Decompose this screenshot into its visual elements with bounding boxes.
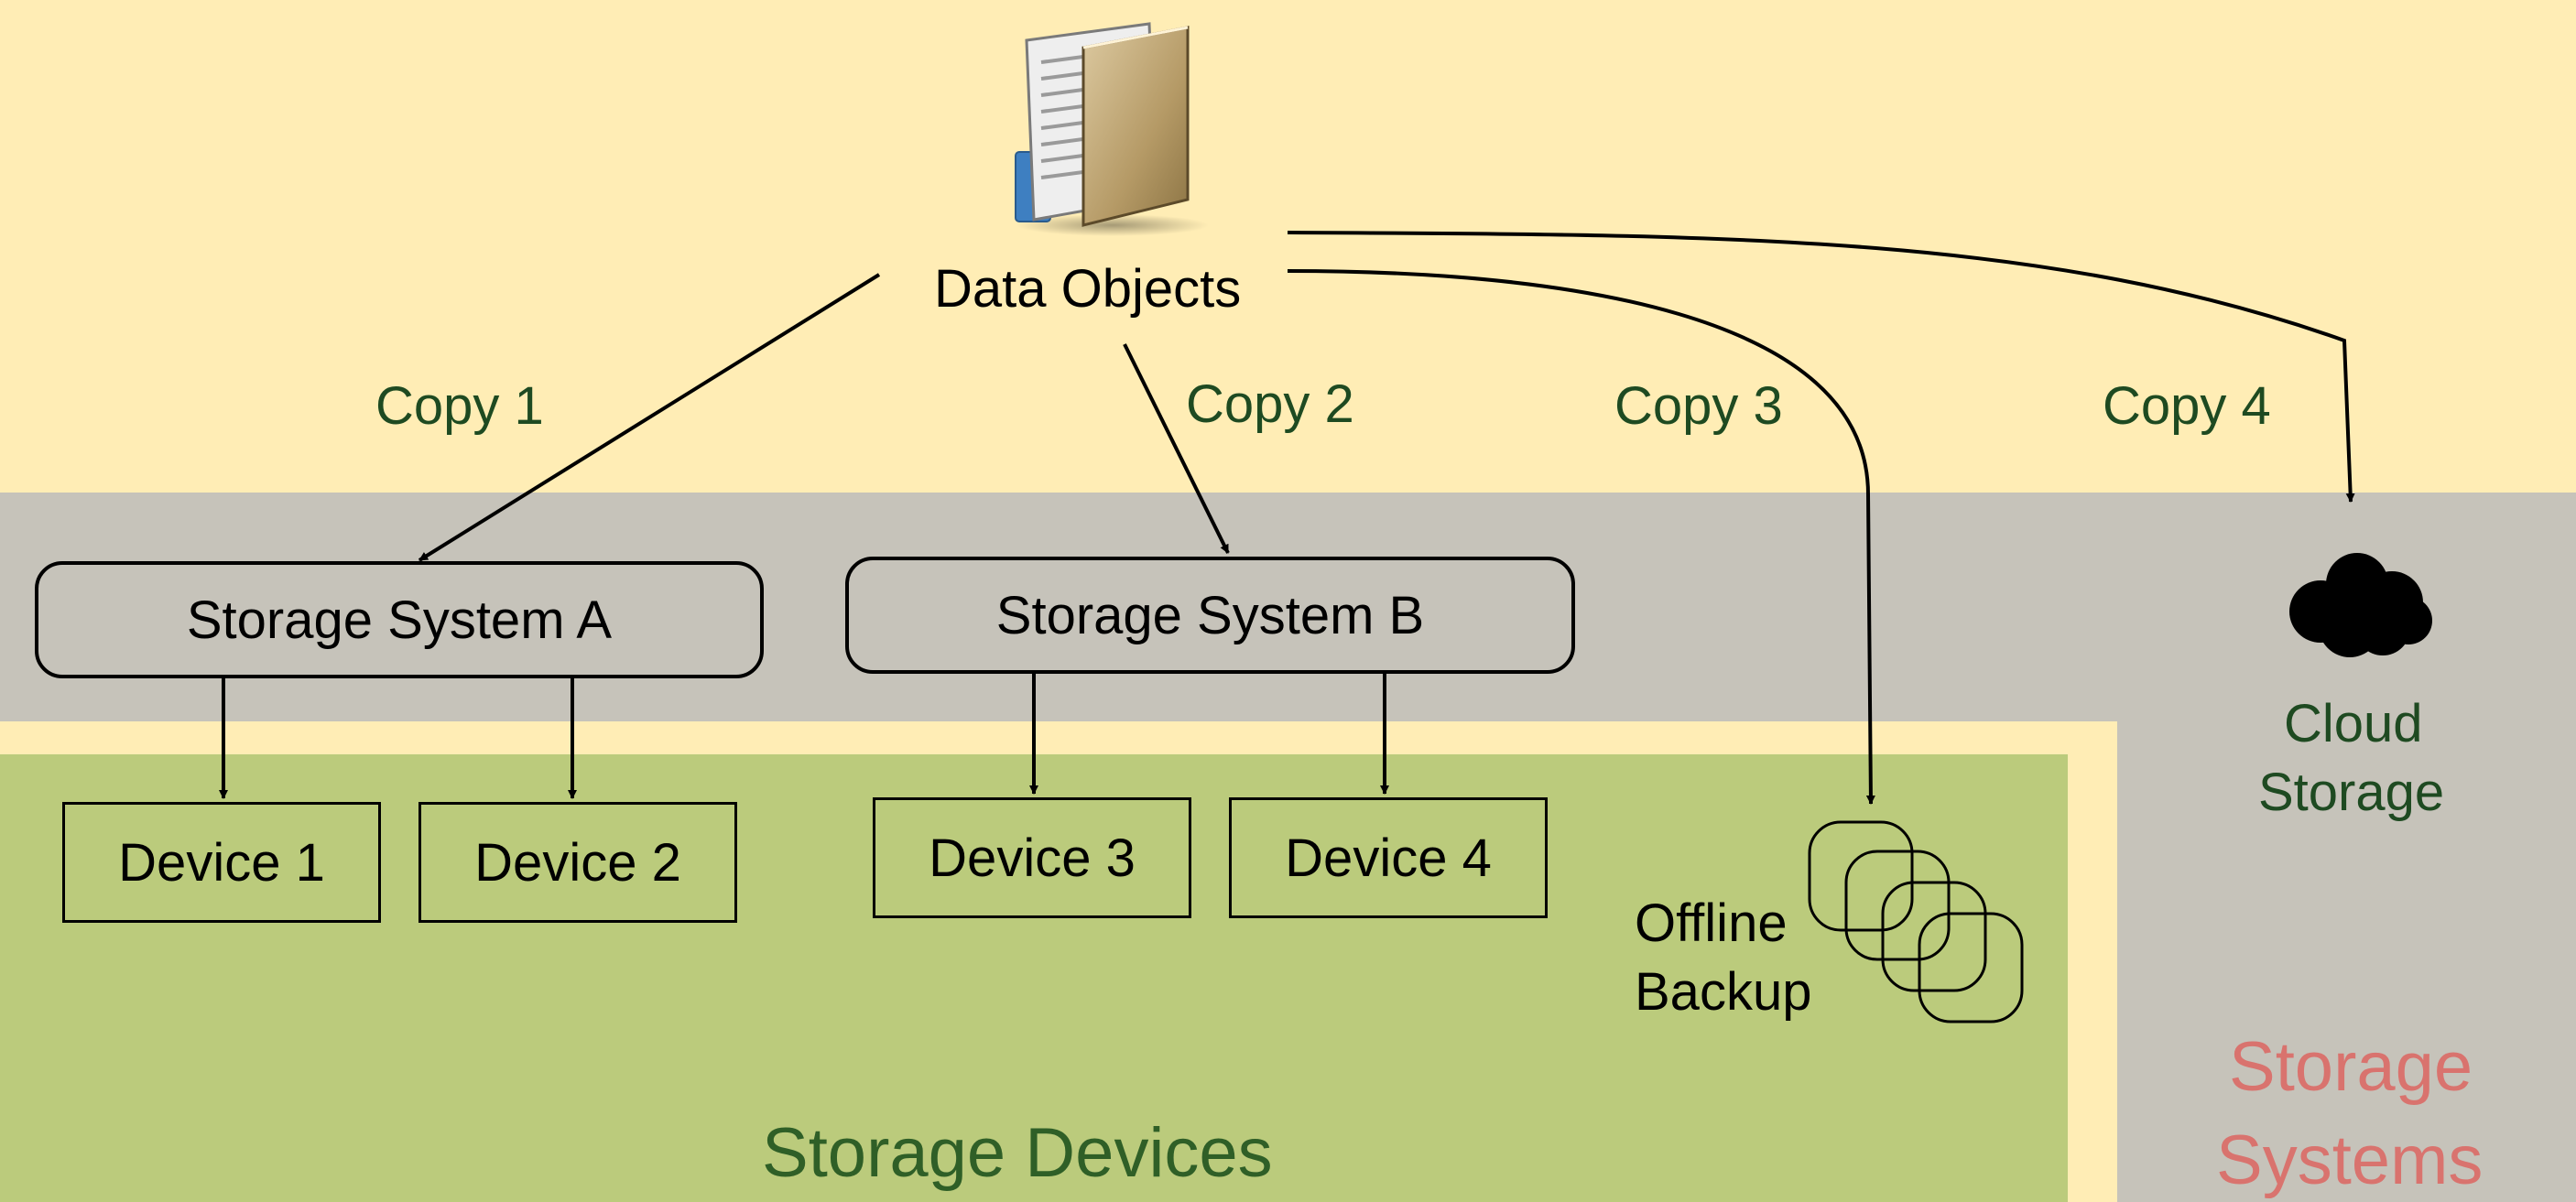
cloud-storage-label-line2: Storage — [2258, 763, 2445, 822]
folder-documents-icon — [1015, 22, 1209, 236]
copy-2-label: Copy 2 — [1186, 374, 1354, 434]
arrow-copy-1 — [418, 273, 881, 562]
cloud-storage-label-line1: Cloud — [2284, 694, 2423, 753]
offline-backup-label-line2: Backup — [1635, 962, 1812, 1022]
storage-devices-region — [0, 754, 2068, 1202]
data-objects-label: Data Objects — [934, 259, 1242, 319]
offline-backup-label-line1: Offline — [1635, 893, 1788, 953]
copy-1-label: Copy 1 — [375, 376, 544, 436]
arrow-copy-2 — [1123, 343, 1230, 554]
arrow-copy-3 — [1287, 269, 1875, 805]
storage-system-b: Storage System B — [845, 557, 1575, 674]
copy-4-label: Copy 4 — [2103, 376, 2271, 436]
storage-system-a: Storage System A — [35, 561, 764, 678]
storage-devices-title: Storage Devices — [762, 1114, 1273, 1192]
data-objects-region — [0, 0, 2576, 494]
tape-stack-icon — [1808, 820, 2024, 1023]
storage-systems-title-line1: Storage — [2229, 1028, 2473, 1106]
cloud-icon — [2289, 553, 2432, 657]
device-4: Device 4 — [1229, 797, 1548, 918]
device-1: Device 1 — [62, 802, 381, 923]
arrow-copy-4 — [1287, 231, 2355, 503]
storage-systems-title-line2: Systems — [2216, 1121, 2484, 1199]
device-3: Device 3 — [873, 797, 1191, 918]
device-2: Device 2 — [418, 802, 737, 923]
copy-3-label: Copy 3 — [1614, 376, 1783, 436]
